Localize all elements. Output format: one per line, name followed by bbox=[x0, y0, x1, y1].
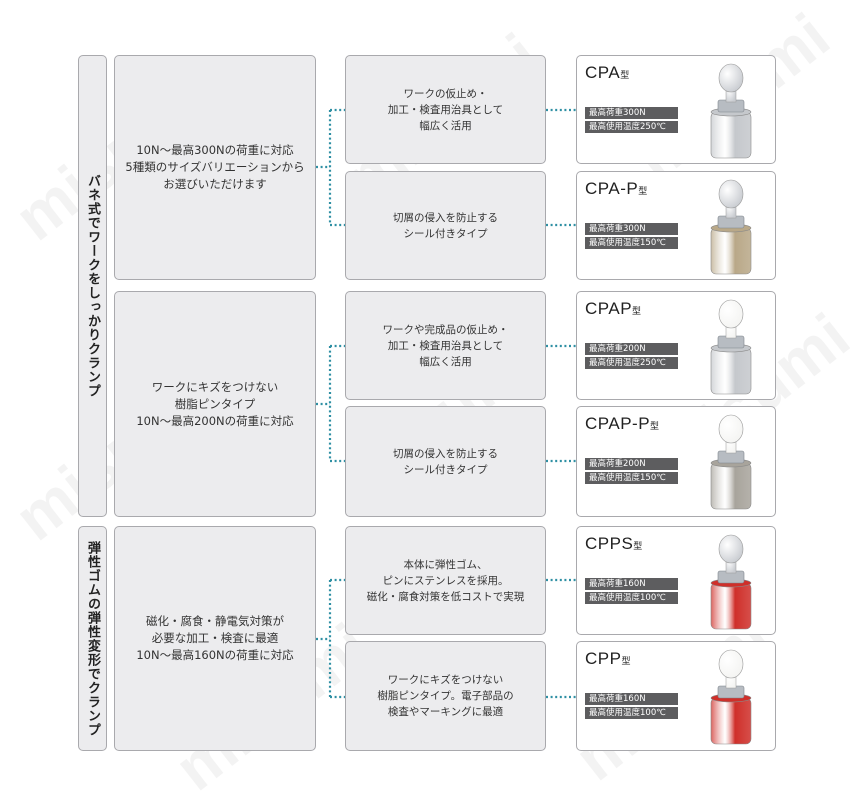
spec-max-load: 最高荷重300N bbox=[585, 223, 678, 235]
plunger-head bbox=[718, 649, 744, 679]
group-description: 10N～最高300Nの荷重に対応 5種類のサイズバリエーションから お選びいただ… bbox=[125, 143, 305, 191]
connector-group-3 bbox=[316, 578, 345, 699]
spec-max-load: 最高荷重200N bbox=[585, 343, 678, 355]
connector-group-2 bbox=[316, 344, 345, 463]
feature-text: 切屑の侵入を防止する シール付きタイプ bbox=[393, 211, 498, 240]
category-spring-clamp: バネ式でワークをしっかりクランプ bbox=[78, 55, 107, 517]
feature-box-cpp: ワークにキズをつけない 樹脂ピンタイプ。電子部品の 検査やマーキングに最適 bbox=[345, 641, 546, 751]
feature-box-cpap: ワークや完成品の仮止め・ 加工・検査用治具として 幅広く活用 bbox=[345, 291, 546, 400]
plunger-image bbox=[710, 534, 752, 630]
feature-box-cpap-p: 切屑の侵入を防止する シール付きタイプ bbox=[345, 406, 546, 517]
plunger-image bbox=[710, 179, 752, 275]
connector-group-1 bbox=[316, 108, 345, 227]
product-name: CPAP型 bbox=[585, 299, 642, 318]
feature-text: ワークにキズをつけない 樹脂ピンタイプ。電子部品の 検査やマーキングに最適 bbox=[377, 674, 514, 718]
spec-max-load: 最高荷重160N bbox=[585, 578, 678, 590]
group-description: ワークにキズをつけない 樹脂ピンタイプ 10N～最高200Nの荷重に対応 bbox=[136, 379, 294, 428]
spec-max-temp: 最高使用温度100℃ bbox=[585, 707, 678, 719]
product-name: CPP型 bbox=[585, 649, 631, 668]
feature-text: ワークや完成品の仮止め・ 加工・検査用治具として 幅広く活用 bbox=[382, 323, 509, 368]
category-label: バネ式でワークをしっかりクランプ bbox=[85, 174, 100, 398]
category-rubber-clamp: 弾性ゴムの弾性変形でクランプ bbox=[78, 526, 107, 751]
plunger-head bbox=[718, 534, 744, 564]
spec-max-temp: 最高使用温度150℃ bbox=[585, 472, 678, 484]
plunger-image bbox=[710, 299, 752, 395]
product-card-cpa-p[interactable]: CPA-P型 最高荷重300N 最高使用温度150℃ bbox=[576, 171, 776, 280]
connector-products bbox=[546, 108, 576, 699]
spec-max-load: 最高荷重300N bbox=[585, 107, 678, 119]
group-rubber-body: 磁化・腐食・静電気対策が 必要な加工・検査に最適 10N～最高160Nの荷重に対… bbox=[114, 526, 316, 751]
plunger-body bbox=[710, 462, 752, 510]
plunger-image bbox=[710, 63, 752, 159]
group-metal-pin: 10N～最高300Nの荷重に対応 5種類のサイズバリエーションから お選びいただ… bbox=[114, 55, 316, 280]
product-name: CPA-P型 bbox=[585, 179, 648, 198]
feature-text: ワークの仮止め・ 加工・検査用治具として 幅広く活用 bbox=[387, 87, 504, 132]
plunger-head bbox=[718, 179, 744, 209]
category-label: 弾性ゴムの弾性変形でクランプ bbox=[85, 540, 100, 737]
product-card-cpp[interactable]: CPP型 最高荷重160N 最高使用温度100℃ bbox=[576, 641, 776, 751]
product-name: CPAP-P型 bbox=[585, 414, 660, 433]
product-card-cpap-p[interactable]: CPAP-P型 最高荷重200N 最高使用温度150℃ bbox=[576, 406, 776, 517]
plunger-body bbox=[710, 227, 752, 275]
plunger-head bbox=[718, 299, 744, 329]
spec-max-temp: 最高使用温度250℃ bbox=[585, 121, 678, 133]
plunger-head bbox=[718, 414, 744, 444]
group-description: 磁化・腐食・静電気対策が 必要な加工・検査に最適 10N～最高160Nの荷重に対… bbox=[136, 614, 294, 662]
feature-text: 切屑の侵入を防止する シール付きタイプ bbox=[393, 447, 498, 476]
product-card-cpps[interactable]: CPPS型 最高荷重160N 最高使用温度100℃ bbox=[576, 526, 776, 635]
plunger-image bbox=[710, 649, 752, 745]
feature-box-cpps: 本体に弾性ゴム、 ピンにステンレスを採用。 磁化・腐食対策を低コストで実現 bbox=[345, 526, 546, 635]
spec-max-temp: 最高使用温度150℃ bbox=[585, 237, 678, 249]
feature-text: 本体に弾性ゴム、 ピンにステンレスを採用。 磁化・腐食対策を低コストで実現 bbox=[366, 558, 525, 603]
plunger-body bbox=[710, 582, 752, 630]
plunger-image bbox=[710, 414, 752, 510]
spec-max-temp: 最高使用温度100℃ bbox=[585, 592, 678, 604]
spec-max-load: 最高荷重160N bbox=[585, 693, 678, 705]
plunger-head bbox=[718, 63, 744, 93]
spec-max-temp: 最高使用温度250℃ bbox=[585, 357, 678, 369]
product-name: CPA型 bbox=[585, 63, 630, 82]
product-card-cpa[interactable]: CPA型 最高荷重300N 最高使用温度250℃ bbox=[576, 55, 776, 164]
feature-box-cpa: ワークの仮止め・ 加工・検査用治具として 幅広く活用 bbox=[345, 55, 546, 164]
plunger-body bbox=[710, 697, 752, 745]
spec-max-load: 最高荷重200N bbox=[585, 458, 678, 470]
group-resin-pin: ワークにキズをつけない 樹脂ピンタイプ 10N～最高200Nの荷重に対応 bbox=[114, 291, 316, 517]
plunger-body bbox=[710, 347, 752, 395]
product-name: CPPS型 bbox=[585, 534, 643, 553]
feature-box-cpa-p: 切屑の侵入を防止する シール付きタイプ bbox=[345, 171, 546, 280]
plunger-body bbox=[710, 111, 752, 159]
product-card-cpap[interactable]: CPAP型 最高荷重200N 最高使用温度250℃ bbox=[576, 291, 776, 400]
